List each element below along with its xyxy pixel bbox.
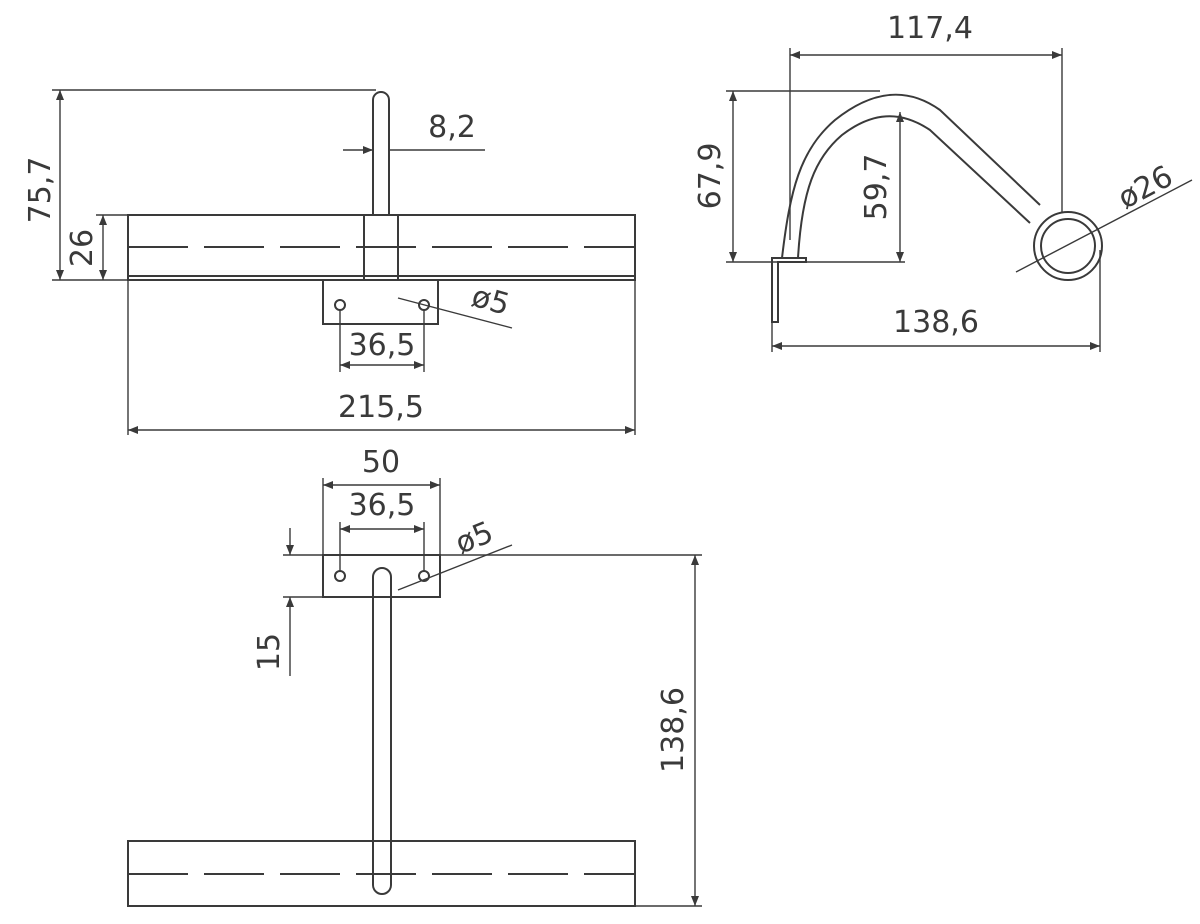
front-view: 75,7 26 8,2 ø5 36,5 215,5: [23, 89, 636, 435]
dim-hole-spacing-top: 36,5: [349, 488, 416, 523]
dim-hole-diameter-front: ø5: [468, 279, 514, 323]
dim-top-depth: 138,6: [656, 687, 691, 773]
side-lamp-inner: [1040, 218, 1096, 274]
side-arm-inner: [797, 115, 1031, 259]
dim-arm-depth: 138,6: [893, 305, 979, 340]
front-mount-plate: [322, 279, 439, 325]
dim-bar-length: 215,5: [338, 390, 424, 425]
dim-arm-span: 117,4: [887, 11, 973, 46]
side-view: 117,4 67,9 59,7 ø26 138,6: [693, 11, 1193, 352]
dim-arm-height-inner: 59,7: [859, 154, 894, 221]
front-pin: [372, 91, 390, 215]
dim-hole-spacing-front: 36,5: [349, 328, 416, 363]
dim-front-height: 75,7: [23, 157, 58, 224]
dim-arm-height-outer: 67,9: [693, 143, 728, 210]
top-arm: [372, 567, 392, 895]
side-bracket: [771, 257, 807, 323]
top-hole-left: [334, 570, 346, 582]
side-lamp-outer: [1033, 211, 1103, 281]
dim-pin-diameter: 8,2: [428, 110, 476, 145]
dim-plate-width: 50: [362, 445, 400, 480]
front-hole-left: [334, 299, 346, 311]
dim-plate-offset: 15: [252, 633, 287, 671]
dim-bar-height: 26: [65, 229, 100, 267]
top-mount-plate: [322, 554, 441, 598]
side-arm-outer: [781, 93, 1041, 259]
dim-lamp-diameter: ø26: [1112, 159, 1178, 216]
top-view: 50 36,5 ø5 15 138,6: [127, 445, 702, 907]
